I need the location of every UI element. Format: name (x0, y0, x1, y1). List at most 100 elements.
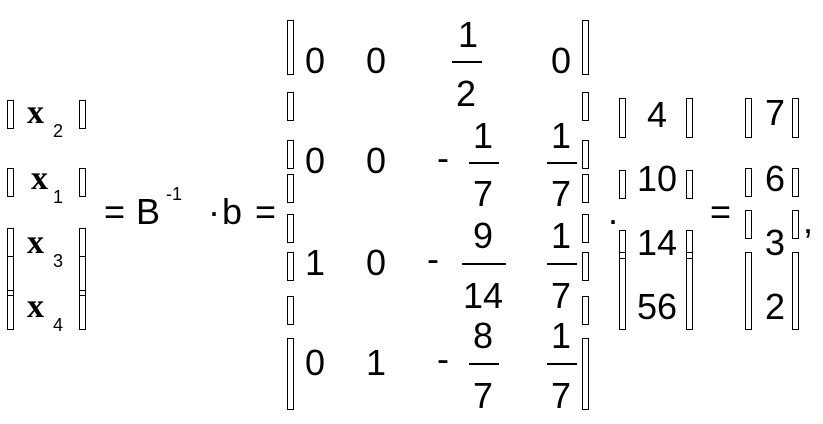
vector-x-subscript: 3 (53, 251, 64, 271)
result-entry: 2 (765, 286, 786, 327)
bracket-right (79, 290, 86, 330)
fraction-numerator: 8 (473, 315, 494, 356)
fraction-denominator: 2 (456, 73, 477, 114)
bracket-left (287, 140, 294, 169)
vector-x-entry: x (27, 288, 44, 325)
fraction-denominator: 14 (463, 275, 504, 316)
matrix-cell: 0 (366, 40, 387, 81)
matrix-B-symbol: B (136, 191, 161, 232)
vector-x-subscript: 4 (53, 315, 64, 335)
matrix-cell: 1 (366, 342, 387, 383)
vector-b-entry: 14 (637, 222, 678, 263)
vector-b-entry: 4 (647, 94, 668, 135)
bracket-right (792, 252, 799, 330)
bracket-right (686, 230, 693, 259)
bracket-left (287, 252, 294, 281)
matrix-cell: 0 (366, 140, 387, 181)
bracket-right (582, 92, 589, 121)
minus-sign: - (437, 137, 449, 178)
bracket-right (582, 296, 589, 325)
fraction-denominator: 7 (473, 375, 494, 416)
bracket-left (287, 338, 294, 410)
result-entry: 3 (765, 222, 786, 263)
bracket-left (7, 168, 14, 197)
bracket-right (686, 98, 693, 138)
bracket-left (287, 92, 294, 121)
matrix-cell: 0 (305, 342, 326, 383)
bracket-left (745, 252, 752, 330)
bracket-left (287, 20, 294, 75)
bracket-right (582, 174, 589, 203)
vector-b-symbol: b (222, 191, 243, 232)
result-entry: 6 (765, 158, 786, 199)
fraction-denominator: 7 (551, 275, 572, 316)
bracket-right (686, 252, 693, 330)
bracket-left (287, 174, 294, 203)
bracket-right (582, 140, 589, 169)
bracket-right (792, 210, 799, 239)
fraction-bar (462, 263, 506, 265)
fraction-bar (469, 162, 499, 164)
bracket-right (792, 98, 799, 138)
fraction-bar (452, 61, 482, 63)
fraction-denominator: 7 (551, 173, 572, 214)
minus-sign: - (427, 238, 439, 279)
bracket-right (79, 256, 86, 296)
dot-operator: · (208, 191, 220, 232)
fraction-bar (547, 363, 577, 365)
fraction-bar (547, 263, 577, 265)
vector-b-entry: 56 (637, 286, 678, 327)
bracket-left (7, 228, 14, 257)
bracket-left (619, 252, 626, 330)
fraction-denominator: 7 (551, 375, 572, 416)
bracket-right (582, 252, 589, 281)
vector-x-entry: x (31, 160, 48, 197)
bracket-right (79, 100, 86, 129)
equals-sign: = (255, 191, 277, 232)
vector-x-subscript: 1 (53, 187, 64, 207)
bracket-left (745, 168, 752, 197)
multiplication-dot: . (608, 191, 619, 232)
result-entry: 7 (765, 92, 786, 133)
fraction-bar (547, 162, 577, 164)
bracket-right (582, 214, 589, 243)
matrix-cell: 0 (551, 40, 572, 81)
fraction-numerator: 9 (473, 215, 494, 256)
matrix-cell: 0 (305, 40, 326, 81)
bracket-left (7, 290, 14, 330)
bracket-right (686, 170, 693, 199)
vector-x-subscript: 2 (53, 121, 64, 141)
matrix-cell: 1 (305, 242, 326, 283)
fraction-bar (469, 363, 499, 365)
fraction-numerator: 1 (551, 315, 572, 356)
bracket-left (619, 98, 626, 138)
fraction-numerator: 1 (551, 115, 572, 156)
minus-sign: - (437, 338, 449, 379)
bracket-left (287, 214, 294, 243)
bracket-left (619, 230, 626, 259)
inverse-exponent: -1 (166, 184, 183, 204)
bracket-left (619, 170, 626, 199)
fraction-denominator: 7 (473, 173, 494, 214)
bracket-left (745, 98, 752, 138)
fraction-numerator: 1 (551, 215, 572, 256)
bracket-right (79, 228, 86, 257)
vector-x-entry: x (27, 224, 44, 261)
equals-sign: = (710, 191, 732, 232)
bracket-right (79, 168, 86, 197)
equals-sign: = (104, 191, 126, 232)
vector-x-entry: x (27, 94, 44, 131)
bracket-right (582, 338, 589, 410)
matrix-cell: 0 (305, 140, 326, 181)
fraction-numerator: 1 (473, 115, 494, 156)
bracket-left (7, 100, 14, 129)
bracket-left (287, 296, 294, 325)
matrix-cell: 0 (366, 242, 387, 283)
vector-b-entry: 10 (637, 158, 678, 199)
bracket-right (792, 168, 799, 197)
bracket-right (582, 20, 589, 75)
fraction-numerator: 1 (458, 14, 479, 55)
trailing-comma: , (803, 200, 814, 241)
bracket-left (745, 210, 752, 239)
bracket-left (7, 256, 14, 296)
